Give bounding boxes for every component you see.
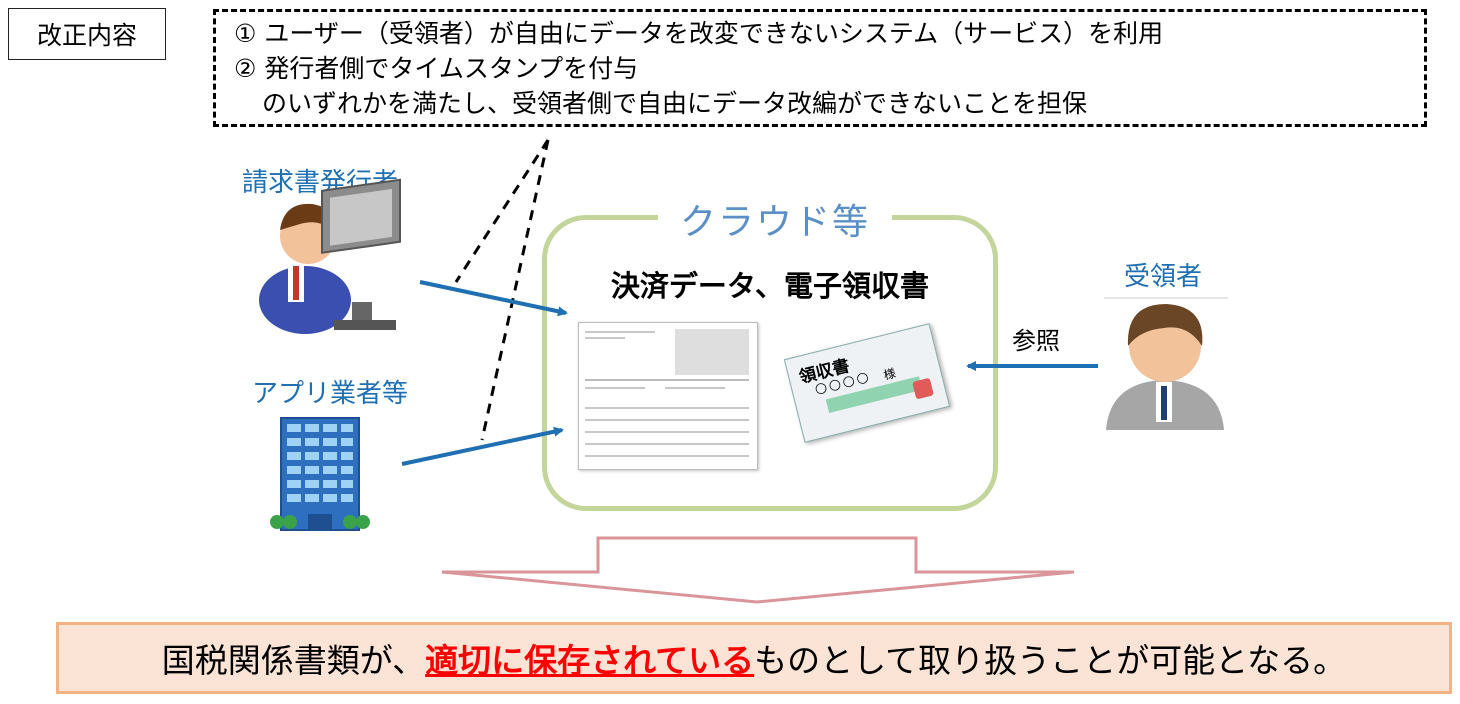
recipient-label: 受領者 (1124, 262, 1203, 292)
cloud-heading: 決済データ、電子領収書 (610, 269, 930, 303)
conclusion-text-after: ものとして取り扱うことが可能となる。 (754, 641, 1347, 680)
conclusion-box: 国税関係書類が、適切に保存されているものとして取り扱うことが可能となる。 (56, 622, 1452, 694)
callout-dashed-line-left (454, 139, 550, 283)
conclusion-down-arrow (441, 536, 1075, 604)
conclusion-text-before: 国税関係書類が、 (161, 641, 426, 680)
callout-dashed-line-right (480, 139, 550, 441)
invoice-document-icon (578, 322, 758, 470)
note-line-2: ② 発行者側でタイムスタンプを付与 (234, 54, 639, 83)
app-vendor-building-icon (270, 417, 370, 531)
conclusion-highlight: 適切に保存されている (425, 641, 755, 680)
revision-notes-box: ① ユーザー（受領者）が自由にデータを改変できないシステム（サービス）を利用 ②… (213, 9, 1427, 127)
reference-label: 参照 (1012, 327, 1060, 355)
issuer-person-icon (259, 178, 401, 334)
vendor-upload-arrow (401, 426, 564, 466)
issuer-upload-arrow (419, 280, 568, 317)
revision-label: 改正内容 (8, 8, 166, 60)
note-line-1: ① ユーザー（受領者）が自由にデータを改変できないシステム（サービス）を利用 (234, 19, 1164, 48)
note-line-3: のいずれかを満たし、受領者側で自由にデータ改編ができないことを担保 (262, 89, 1088, 118)
app-vendor-label: アプリ業者等 (252, 379, 409, 409)
recipient-person-icon (1104, 297, 1228, 430)
cloud-title: クラウド等 (658, 193, 893, 245)
